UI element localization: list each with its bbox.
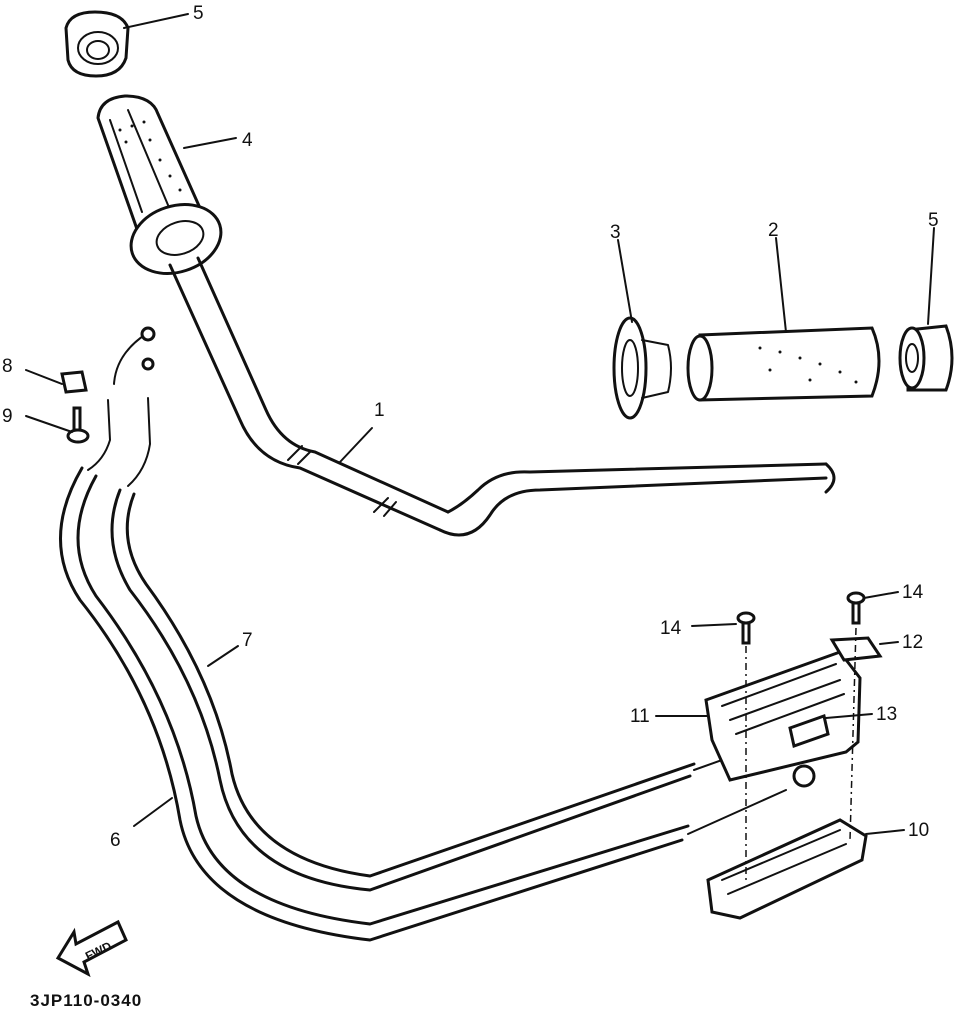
callout-4: 4 (242, 130, 253, 151)
callout-2: 2 (768, 220, 779, 241)
left-grip (686, 326, 881, 402)
cable-guide (788, 714, 830, 748)
grip-collar (612, 316, 672, 420)
callout-3: 3 (610, 222, 621, 243)
callout-7: 7 (242, 630, 253, 651)
callout-8: 8 (2, 356, 13, 377)
throttle-housing (704, 650, 862, 782)
callout-14-right: 14 (902, 582, 924, 603)
cable-clamp (60, 370, 88, 394)
callout-11: 11 (630, 706, 650, 727)
callout-10: 10 (908, 820, 929, 841)
part-code: 3JP110-0340 (30, 991, 142, 1010)
callout-13: 13 (876, 704, 897, 725)
fwd-arrow-icon: FWD (55, 919, 128, 978)
callout-12: 12 (902, 632, 923, 653)
callout-6: 6 (110, 830, 121, 851)
handlebar (168, 256, 836, 537)
callout-9: 9 (2, 406, 13, 427)
grip-end-cap-right (898, 324, 954, 392)
throttle-cables (59, 326, 816, 942)
callout-5-right: 5 (928, 210, 939, 231)
callout-1: 1 (374, 400, 385, 421)
throttle-grip (96, 94, 223, 275)
housing-cover (706, 818, 868, 920)
assembly-lines (745, 627, 857, 880)
callout-14-left: 14 (660, 618, 682, 639)
grip-end-cap-top (64, 10, 130, 78)
callouts: 5 4 3 2 5 8 9 1 7 6 14 14 12 11 13 10 (2, 3, 939, 851)
clamp-screw (66, 406, 90, 444)
leader-lines (25, 13, 935, 835)
callout-5-top: 5 (193, 3, 204, 24)
housing-screws (736, 591, 866, 645)
